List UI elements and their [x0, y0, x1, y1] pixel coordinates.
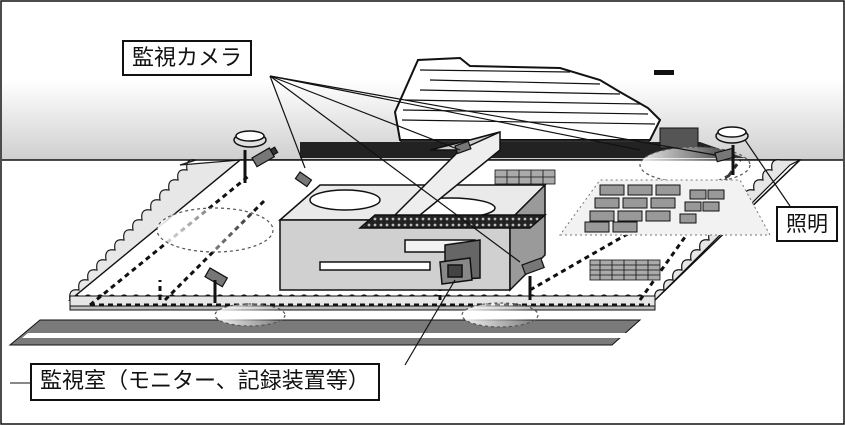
surveillance-camera-label: 監視カメラ: [122, 40, 253, 76]
camera-leader-lines: [269, 75, 716, 263]
quay-hut: [659, 127, 699, 149]
light-leader-line: [744, 139, 791, 207]
road: [8, 319, 642, 346]
light-icon: [233, 126, 749, 148]
parked-cars: [494, 169, 661, 281]
camera-poles: [213, 145, 735, 303]
quay-edge: [300, 142, 745, 158]
monitoring-room-label: 監視室（モニター、記録装置等）: [30, 363, 380, 401]
control-room: [439, 257, 473, 285]
road-line: [22, 333, 628, 338]
room-leader-line: [404, 279, 456, 366]
camera-icon: [204, 140, 736, 288]
lighting-label: 照明: [776, 206, 838, 242]
parked-trucks: [584, 184, 725, 233]
